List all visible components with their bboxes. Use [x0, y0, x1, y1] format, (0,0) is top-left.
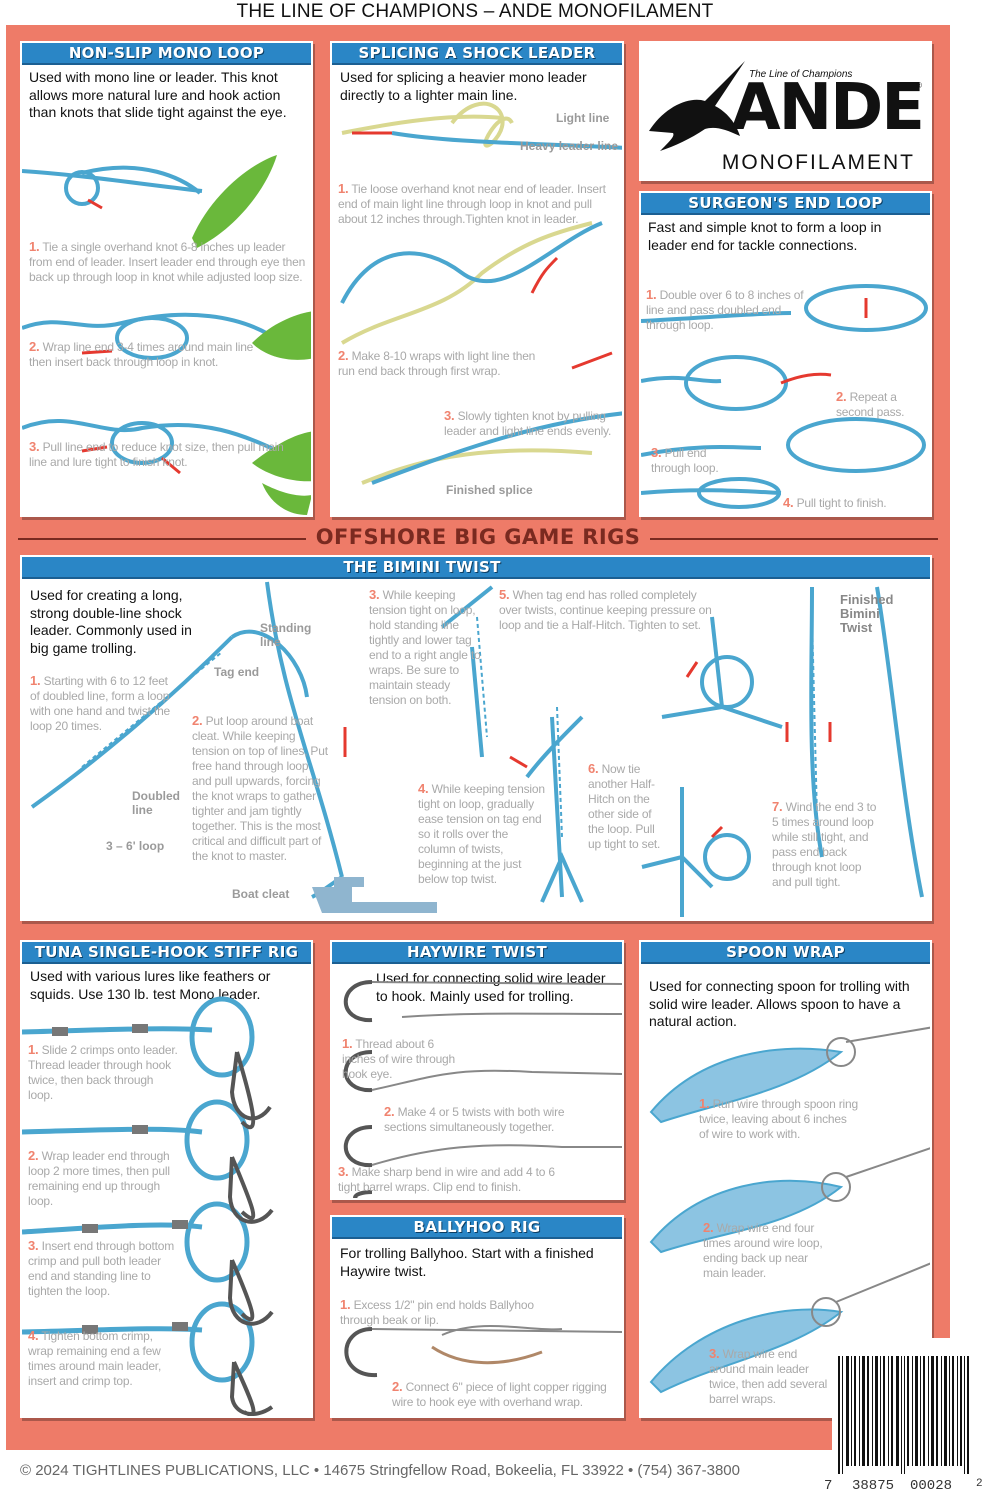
step-2: 2. Wrap leader end through loop 2 more t… — [28, 1148, 170, 1208]
step-3: 3. Pull line end to reduce knot size, th… — [29, 439, 284, 469]
standing-line-label: Standing line — [260, 621, 312, 649]
spoon-wrap-illustration — [649, 1026, 930, 1394]
step-2: 2. Make 4 or 5 twists with both wire sec… — [384, 1104, 565, 1134]
barcode-digit-lead: 7 — [824, 1478, 833, 1494]
tuna-rig-illustration — [22, 996, 274, 1416]
barcode — [832, 1338, 982, 1500]
page-title: THE LINE OF CHAMPIONS – ANDE MONOFILAMEN… — [236, 1, 714, 22]
marlin-icon — [649, 61, 745, 151]
step-1: 1. Run wire through spoon ring twice, le… — [699, 1096, 858, 1141]
panel-title: SPOON WRAP — [641, 942, 930, 964]
panel-description: Used with mono line or leader. This knot… — [29, 69, 287, 120]
step-1: 1. Slide 2 crimps onto leader. Thread le… — [28, 1042, 178, 1102]
panel-title: SURGEON'S END LOOP — [641, 193, 930, 215]
finished-splice-label: Finished splice — [446, 483, 533, 497]
logo-tagline: The Line of Champions — [749, 69, 853, 80]
panel-spoon-wrap: SPOON WRAP Used for connecting spoon for… — [639, 940, 932, 1418]
section-title-text: OFFSHORE BIG GAME RIGS — [305, 525, 651, 549]
logo-subtitle: MONOFILAMENT — [721, 151, 915, 174]
panel-tuna-stiff-rig: TUNA SINGLE-HOOK STIFF RIG Used with var… — [20, 940, 313, 1418]
footer-copyright: © 2024 TIGHTLINES PUBLICATIONS, LLC • 14… — [20, 1462, 740, 1479]
step-1: 1. Starting with 6 to 12 feet of doubled… — [30, 673, 171, 733]
step-3: 3. Wrap wire end around main leader twic… — [709, 1346, 828, 1406]
barcode-digits: 7 38875 00028 2 — [0, 1478, 983, 1498]
boat-cleat-label: Boat cleat — [232, 887, 290, 901]
doubled-line-label: Doubled line — [132, 789, 180, 817]
panel-description: Used for creating a long, strong double-… — [30, 587, 192, 656]
step-2: 2. Wrap wire end four times around wire … — [703, 1220, 823, 1280]
step-2: 2. Connect 6" piece of light copper rigg… — [392, 1379, 607, 1409]
step-3: 3. Slowly tighten knot by pulling leader… — [444, 408, 612, 438]
step-3: 3. Pull end through loop. — [651, 445, 719, 475]
loop-size-label: 3 – 6' loop — [106, 839, 165, 853]
step-7: 7. Wind the end 3 to 5 times around loop… — [772, 799, 877, 889]
step-3: 3. Make sharp bend in wire and add 4 to … — [338, 1164, 555, 1194]
light-line-label: Light line — [556, 111, 610, 125]
step-3: 3. While keeping tension tight on loop, … — [369, 587, 481, 707]
panel-title: TUNA SINGLE-HOOK STIFF RIG — [22, 942, 311, 964]
panel-title: THE BIMINI TWIST — [22, 557, 930, 579]
panel-title: NON-SLIP MONO LOOP — [22, 43, 311, 65]
step-1: 1. Tie loose overhand knot near end of l… — [338, 181, 606, 226]
section-title: OFFSHORE BIG GAME RIGS — [6, 522, 950, 552]
step-1: 1. Thread about 6 inches of wire through… — [342, 1036, 455, 1081]
step-2: 2. Make 8-10 wraps with light line then … — [338, 348, 536, 378]
splice-illustration — [340, 101, 622, 485]
chart-board: NON-SLIP MONO LOOP Used with mono line o… — [6, 25, 950, 1450]
barcode-digit-right: 00028 — [910, 1478, 953, 1494]
logo-registered: ® — [916, 81, 922, 90]
step-2: 2. Wrap line end 3-4 times around main l… — [29, 339, 254, 369]
panel-description: Used for splicing a heavier mono leader … — [340, 69, 587, 103]
barcode-digit-left: 38875 — [852, 1478, 895, 1494]
non-slip-loop-illustration — [22, 155, 311, 515]
step-4: 4. Pull tight to finish. — [783, 495, 887, 510]
step-4: 4. Tighten bottom crimp, wrap remaining … — [28, 1328, 162, 1388]
step-2: 2. Put loop around boat cleat. While kee… — [192, 713, 328, 863]
panel-description: Fast and simple knot to form a loop in l… — [648, 219, 882, 253]
panel-ballyhoo-rig: BALLYHOO RIG For trolling Ballyhoo. Star… — [330, 1215, 624, 1418]
step-5: 5. When tag end has rolled completely ov… — [499, 587, 712, 632]
step-2: 2. Repeat a second pass. — [836, 389, 905, 419]
panel-title: HAYWIRE TWIST — [332, 942, 622, 964]
haywire-illustration — [343, 980, 622, 1198]
panel-description: For trolling Ballyhoo. Start with a fini… — [340, 1245, 594, 1279]
tag-end-label: Tag end — [214, 665, 260, 679]
logo-brand: ANDE — [731, 71, 925, 145]
step-3: 3. Insert end through bottom crimp and p… — [28, 1238, 175, 1298]
finished-bimini-label: Finished Bimini Twist — [840, 592, 894, 635]
step-1: 1. Double over 6 to 8 inches of line and… — [646, 287, 804, 332]
bimini-twist-illustration — [30, 581, 924, 917]
heavy-leader-label: Heavy leader line — [520, 139, 619, 153]
panel-title: SPLICING A SHOCK LEADER — [332, 43, 622, 65]
panel-bimini-twist: THE BIMINI TWIST Used for creating a lon… — [20, 555, 932, 921]
panel-title: BALLYHOO RIG — [332, 1217, 622, 1239]
step-1: 1. Excess 1/2" pin end holds Ballyhoo th… — [340, 1297, 534, 1327]
barcode-digit-check: 2 — [976, 1478, 983, 1490]
panel-description: Used with various lures like feathers or… — [30, 968, 271, 1002]
panel-surgeons-end-loop: SURGEON'S END LOOP Fast and simple knot … — [639, 191, 932, 517]
panel-description: Used for connecting spoon for trolling w… — [649, 978, 910, 1029]
step-1: 1. Tie a single overhand knot 6-8 inches… — [29, 239, 306, 284]
panel-splicing-shock-leader: SPLICING A SHOCK LEADER Used for splicin… — [330, 41, 624, 517]
barcode-bars — [838, 1356, 969, 1474]
step-6: 6. Now tie another Half-Hitch on the oth… — [588, 761, 661, 851]
ande-logo: The Line of Champions ANDE ® MONOFILAMEN… — [639, 41, 932, 181]
panel-haywire-twist: HAYWIRE TWIST Used for connecting solid … — [330, 940, 624, 1200]
panel-non-slip-mono-loop: NON-SLIP MONO LOOP Used with mono line o… — [20, 41, 313, 517]
surgeons-loop-illustration — [641, 284, 928, 509]
ballyhoo-illustration — [344, 1324, 622, 1378]
step-4: 4. While keeping tension tight on loop, … — [418, 781, 545, 886]
